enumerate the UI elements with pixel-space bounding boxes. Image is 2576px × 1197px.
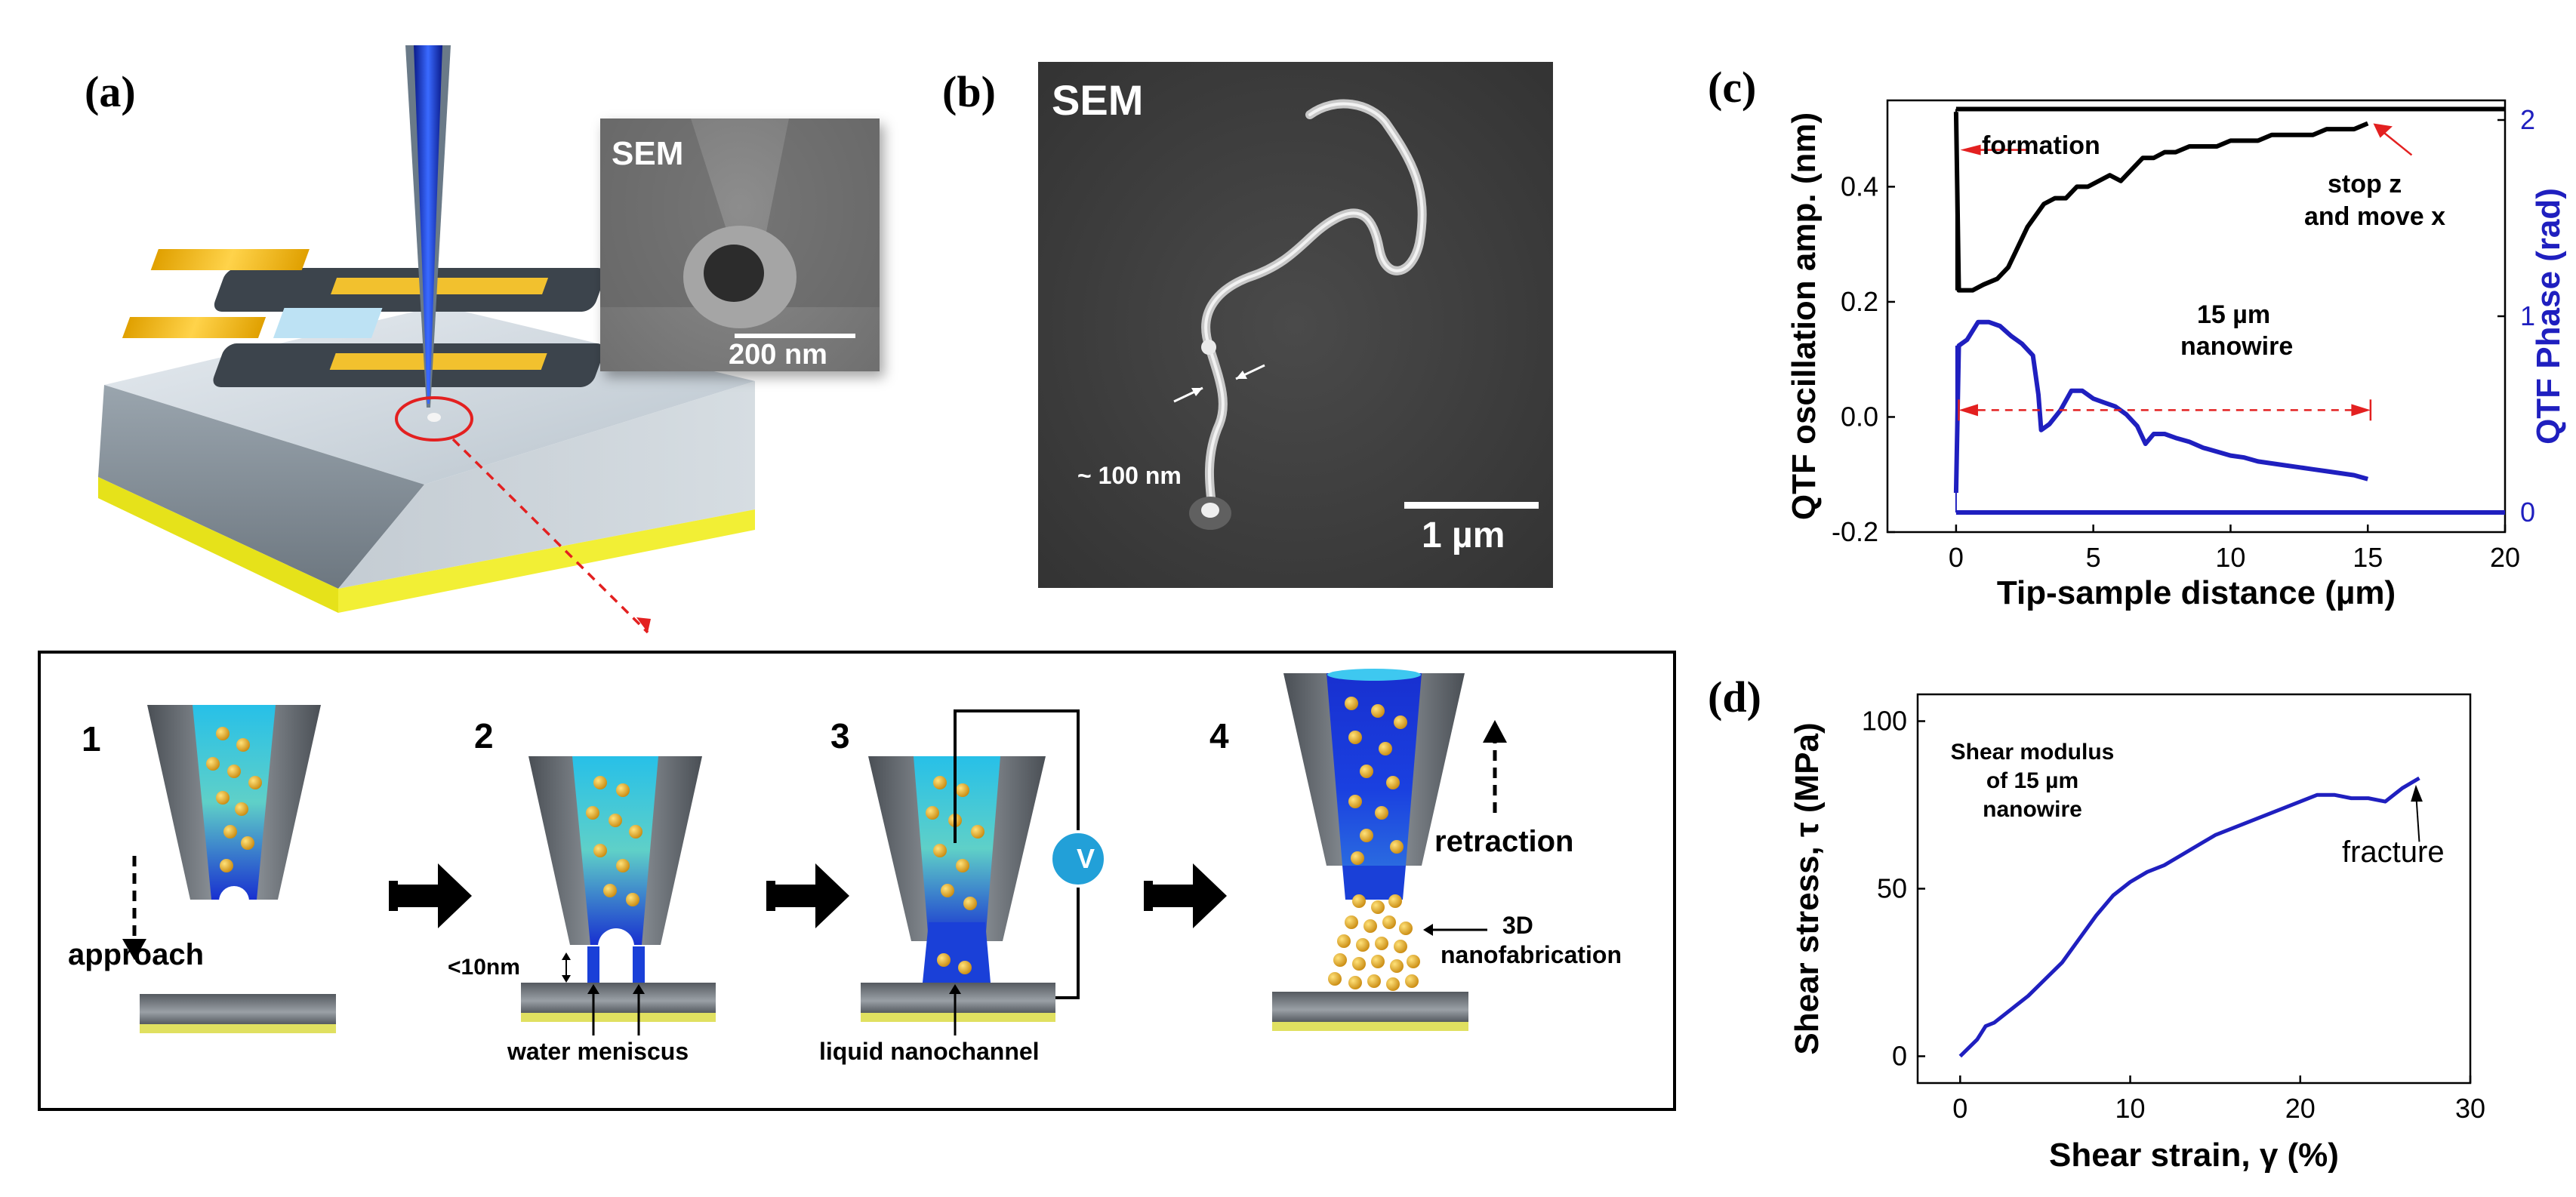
pipette-aperture [704,245,764,302]
voltmeter-label: V [1076,843,1095,874]
tip-substrate-illustration [98,45,755,634]
nanowire [1201,99,1427,519]
series-line-0 [1953,112,2369,293]
step-4-number: 4 [1209,716,1229,755]
annotation-shear-modulus: Shear modulus [1950,740,2115,765]
annotation-formation: formation [1982,131,2100,160]
y2-axis-title: QTF Phase (rad) [2530,188,2567,445]
panel-label-c: (c) [1708,63,1757,112]
step-2-label: water meniscus [507,1038,689,1065]
y-tick-label: 100 [1862,706,1907,737]
zoom-arrowhead [636,617,651,632]
x-tick-label: 20 [2285,1093,2316,1124]
gold-layer-side [338,509,755,613]
series-line-2 [1953,319,2369,494]
panel-label-a: (a) [85,67,136,116]
inset-scale-bar [735,334,855,338]
gap-label: <10nm [448,955,520,980]
formation-arrowhead [1960,144,1981,155]
substrate-front [98,385,424,589]
step-1-label: approach [68,938,205,971]
annotation-of-15um: of 15 µm [1986,768,2079,793]
y-axis-title: QTF oscillation amp. (nm) [1786,112,1823,520]
x-tick-label: 10 [2215,542,2245,573]
length-arrow-left [1958,404,1978,417]
annotation-stop-z: stop z [2328,170,2402,198]
annotation-15um: 15 µm [2197,300,2271,329]
inset-sem-label: SEM [612,135,684,172]
annotation-d-nanowire: nanowire [1983,797,2082,822]
x-tick-label: 0 [1949,542,1964,573]
process-steps-box [38,651,1676,1111]
stop-arrowhead [2373,123,2393,138]
y-tick-label: 0.4 [1841,171,1878,202]
process-arrows [389,863,1227,928]
voltmeter-icon [1049,830,1107,888]
x-tick-label: 30 [2455,1093,2485,1124]
y-tick-label: 0 [1892,1040,1907,1071]
y-tick-label: 50 [1877,873,1907,904]
x-tick-label: 10 [2115,1093,2146,1124]
y-axis-title: Shear stress, τ (MPa) [1789,722,1826,1054]
x-axis-title: Tip-sample distance (µm) [1997,574,2396,611]
x-tick-label: 15 [2353,542,2383,573]
highlight-circle [395,396,473,442]
fracture-arrowhead [2411,784,2423,802]
step-3-number: 3 [830,716,850,755]
y-tick-label: 0.2 [1841,286,1878,317]
step-2-diagram [521,756,716,1035]
sem-nanowire-image: SEM ~ 100 nm 1 µm [1038,62,1553,588]
x-tick-label: 5 [2086,542,2101,573]
step-2-number: 2 [474,716,494,755]
y-tick-label: 0.0 [1841,401,1878,432]
tuning-fork [122,249,605,387]
nanopipette-tip [414,45,442,404]
panel-label-b: (b) [942,67,996,116]
length-arrow-right [2351,404,2371,417]
x-axis-title: Shear strain, γ (%) [2049,1137,2339,1174]
annotation-nanowire: nanowire [2180,332,2294,361]
y2-tick-label: 1 [2520,300,2535,331]
sem-inset-image: SEM 200 nm [600,118,880,371]
plot-frame [1886,99,2507,534]
panel-label-d: (d) [1708,672,1761,722]
process-illustration [122,669,1507,1035]
nanofab-label-1: 3D [1502,912,1533,939]
sem-label: SEM [1052,76,1144,124]
annotation-fracture: fracture [2342,835,2445,869]
x-tick-label: 0 [1952,1093,1967,1124]
inset-scale-label: 200 nm [729,339,827,371]
gold-layer-front [98,477,338,613]
retraction-label: retraction [1434,825,1574,858]
scale-bar-label: 1 µm [1422,515,1505,555]
zoom-arrow-line [451,438,649,634]
scale-bar [1404,502,1539,509]
diameter-label: ~ 100 nm [1077,462,1182,489]
annotation-move-x: and move x [2304,202,2446,231]
step-4-diagram [1272,669,1507,1031]
step-3-diagram [861,709,1107,1035]
step-1-diagram [122,705,336,1033]
nanofab-label-2: nanofabrication [1441,941,1622,968]
step-1-number: 1 [82,719,101,759]
x-tick-label: 20 [2490,542,2520,573]
step-3-label: liquid nanochannel [819,1038,1040,1065]
y2-tick-label: 0 [2520,497,2535,528]
deposit-spot [427,413,441,422]
series-line-0 [1958,776,2420,1058]
y2-tick-label: 2 [2520,104,2535,135]
substrate-side [338,381,755,589]
y-tick-label: -0.2 [1832,516,1878,547]
